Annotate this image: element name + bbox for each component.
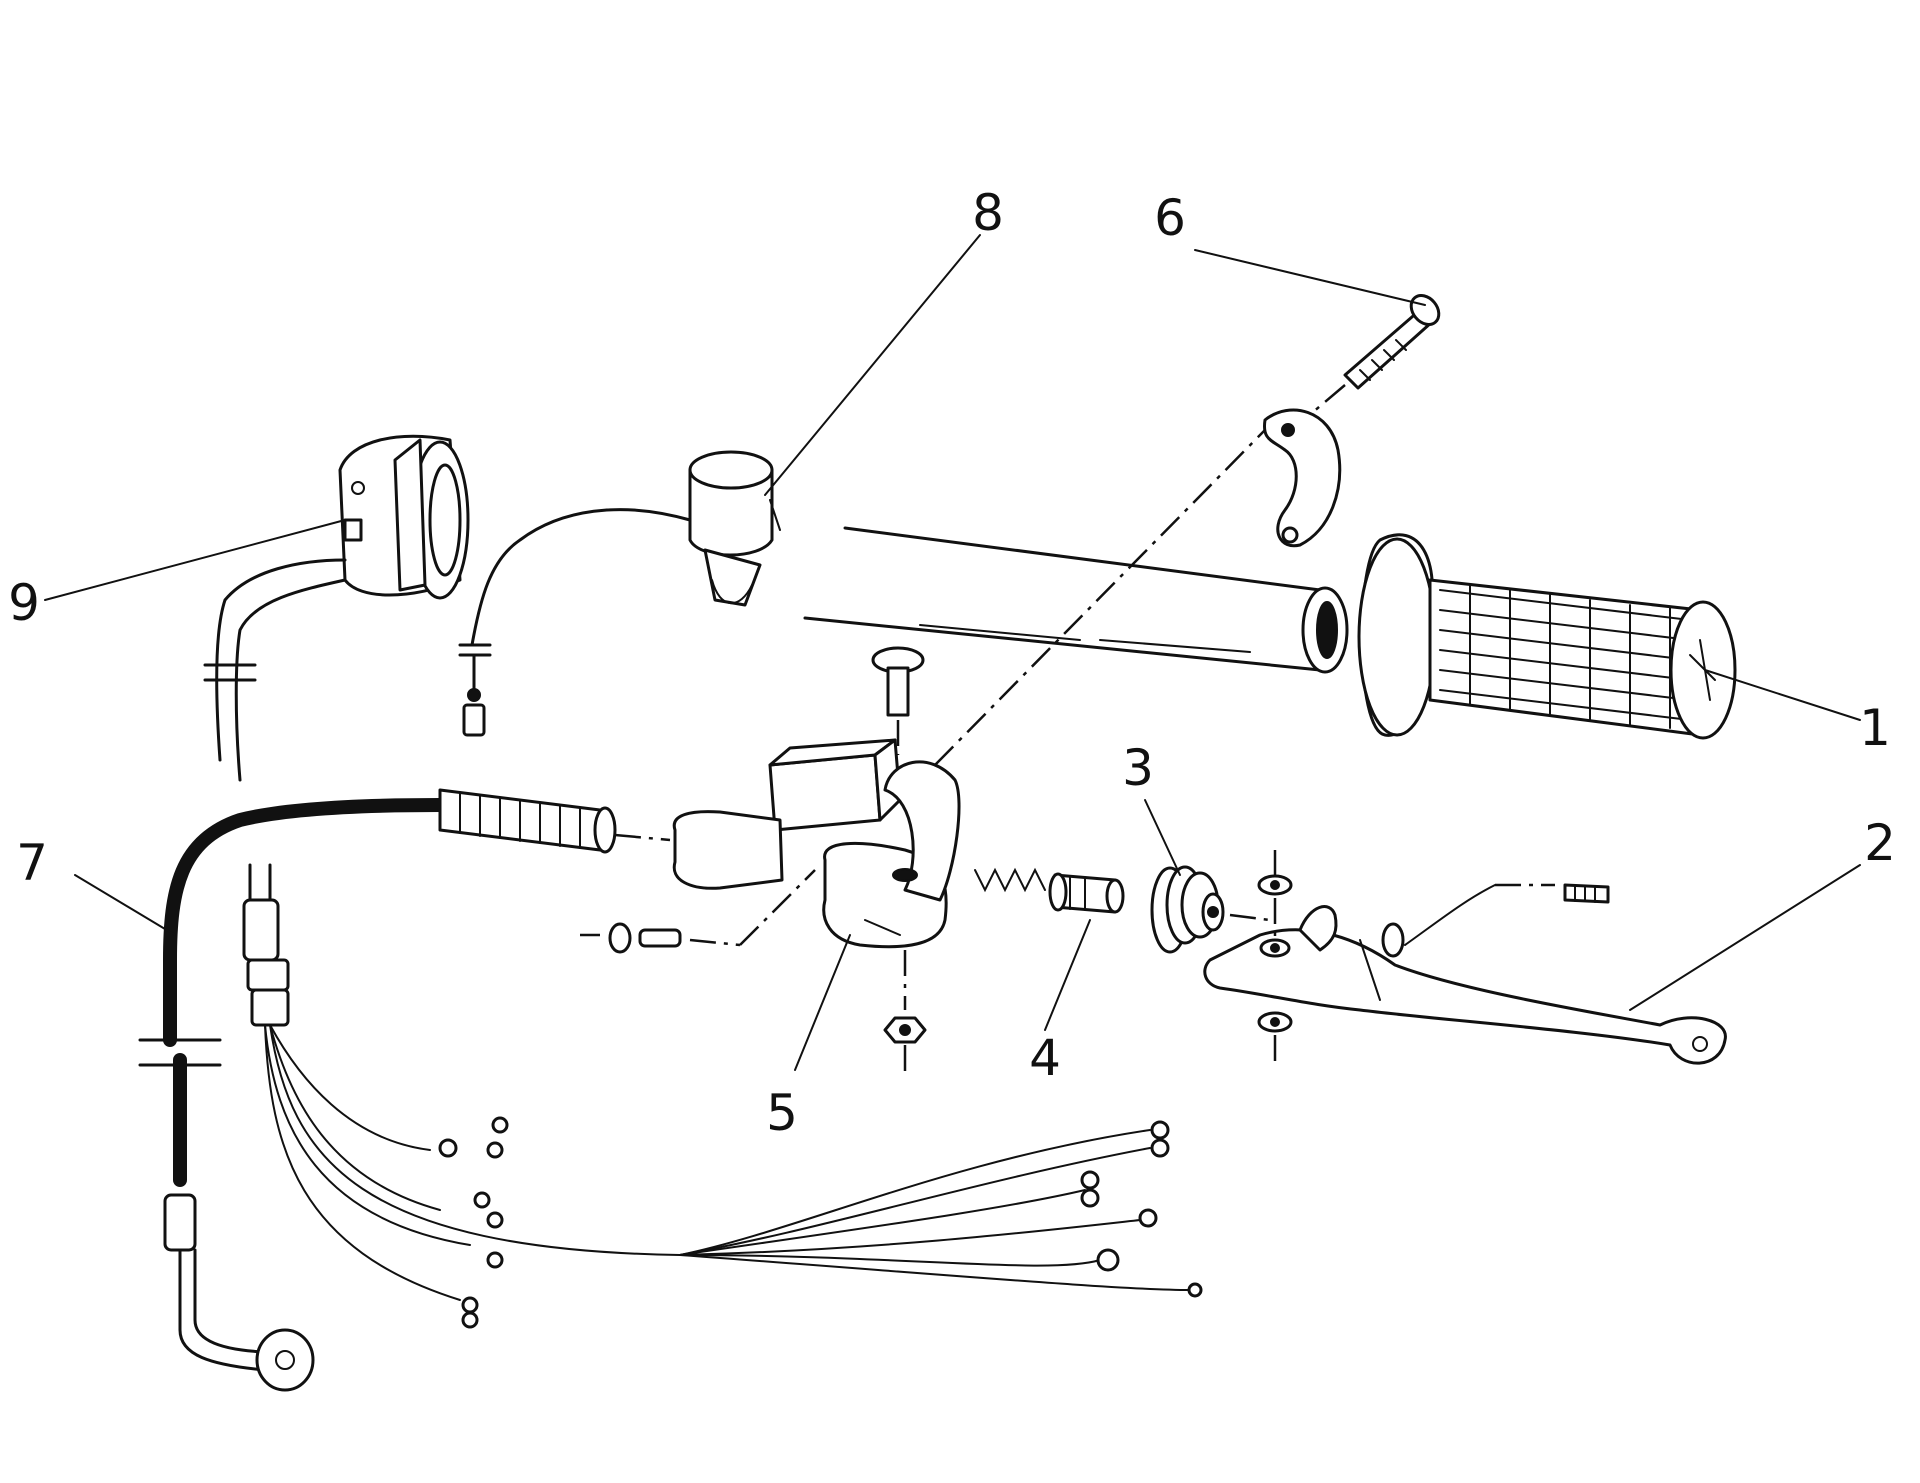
clamp-upper [1262,408,1342,548]
lever-screw [1381,883,1610,958]
wiring-harness [242,863,1203,1329]
callout-5: 5 [766,1084,798,1142]
callout-4: 4 [1029,1029,1061,1087]
callout-6: 6 [1154,189,1186,247]
callout-labels: 1 2 3 4 5 6 7 8 9 [8,184,1896,1142]
part-4-piston [974,867,1125,914]
part-2-lever [1203,905,1727,1065]
pivot-washers [1257,850,1293,1065]
callout-7: 7 [16,834,48,892]
callout-2: 2 [1864,814,1896,872]
alignment-line-5-to-clamp [934,429,1266,766]
pivot-bolt [871,646,925,755]
wire-terminals [438,1116,1203,1329]
part-7-brake-hose [138,788,671,1392]
callout-3: 3 [1122,739,1154,797]
callout-8: 8 [972,184,1004,242]
callout-1: 1 [1859,699,1891,757]
lower-nut [883,950,927,1075]
handlebar-tube [803,526,1349,674]
side-screw [580,869,816,954]
callout-9: 9 [8,574,40,632]
part-1-grip [1357,533,1737,740]
leader-lines [44,234,1861,1071]
part-9-switch-housing [203,434,470,782]
part-8-switch [458,450,781,737]
part-3-boot [1150,865,1271,954]
part-5-master-cylinder [672,738,961,949]
